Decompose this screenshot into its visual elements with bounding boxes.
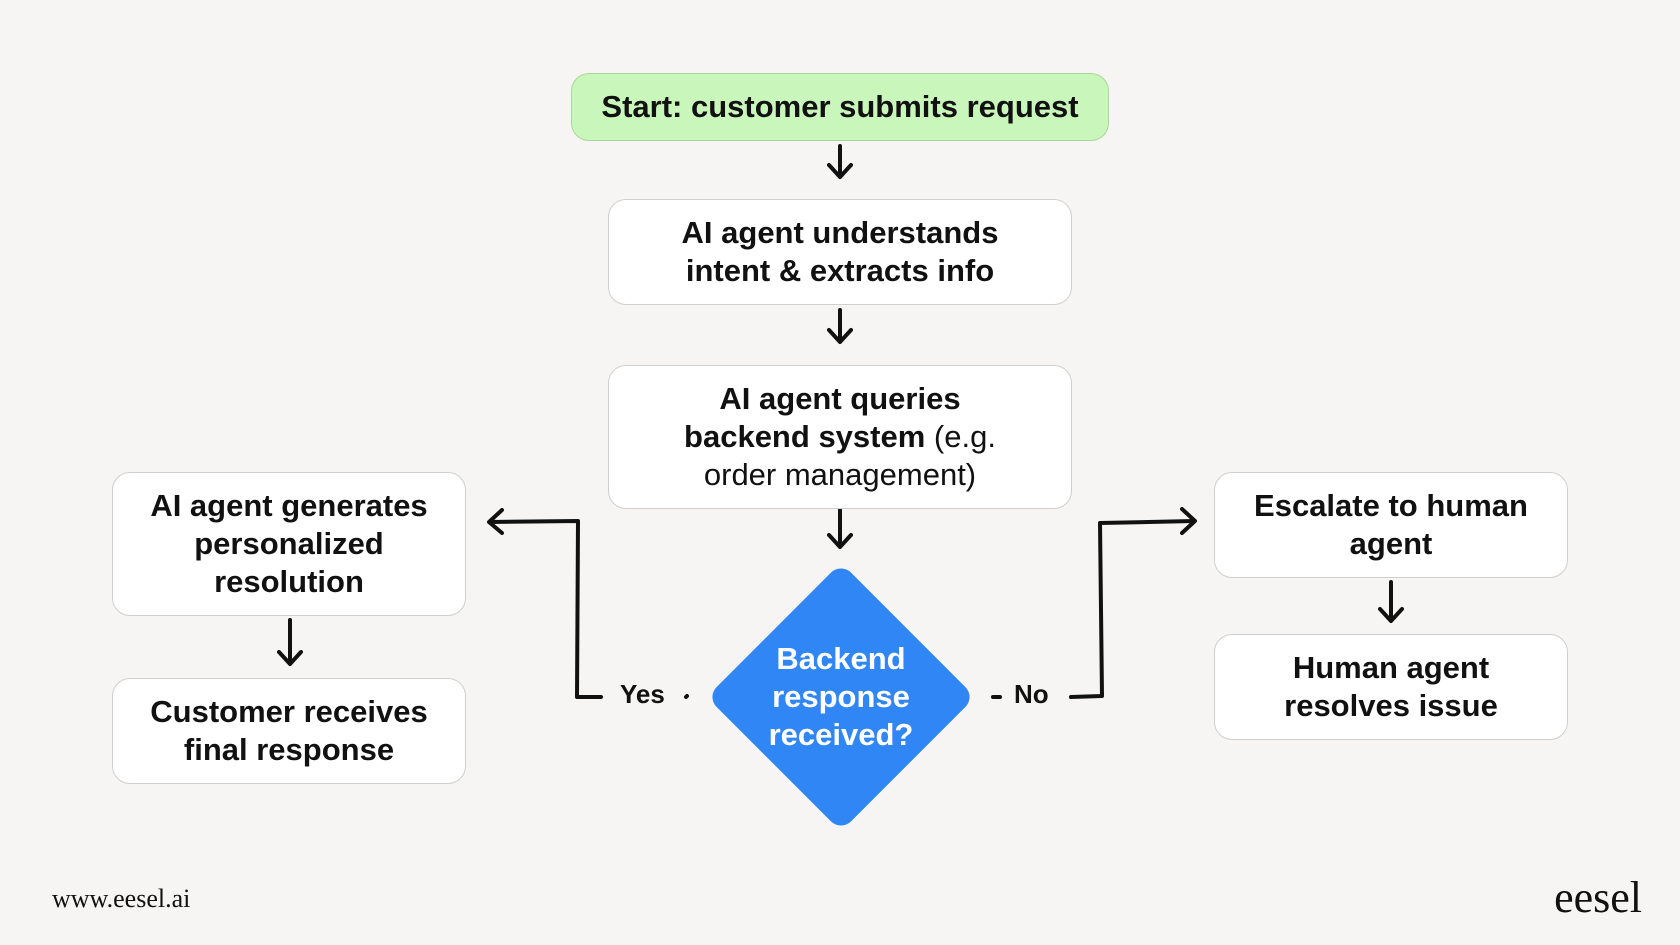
- arrow-escalate-to-human: [1378, 580, 1404, 623]
- escalate-node: Escalate to human agent: [1214, 472, 1568, 578]
- escalate-label: Escalate to human agent: [1254, 488, 1528, 561]
- eesel-logo: eesel: [1554, 873, 1642, 922]
- decision-label: Backend response received?: [768, 641, 914, 752]
- query-label-light: (e.g. order management): [703, 419, 996, 492]
- start-node-label: Start: customer submits request: [601, 89, 1079, 124]
- understand-label-line2: intent & extracts info: [685, 253, 995, 288]
- arrow-understand-to-query: [827, 308, 853, 344]
- yes-label: Yes: [620, 679, 665, 709]
- arrow-yes-branch: [487, 508, 689, 699]
- generate-resolution-label: AI agent generates personalized resoluti…: [150, 488, 428, 599]
- no-label: No: [1014, 679, 1049, 709]
- arrow-generate-to-receive: [277, 618, 303, 666]
- understand-label-line1: AI agent understands: [681, 215, 999, 250]
- arrow-start-to-understand: [827, 144, 853, 179]
- arrow-query-to-decision: [827, 508, 853, 549]
- customer-receives-node: Customer receives final response: [112, 678, 466, 784]
- footer-url: www.eesel.ai: [52, 884, 191, 913]
- arrow-no-branch: [991, 507, 1197, 699]
- query-label-bold1: AI agent queries backend: [684, 381, 961, 454]
- human-resolves-label: Human agent resolves issue: [1284, 650, 1498, 723]
- human-resolves-node: Human agent resolves issue: [1214, 634, 1568, 740]
- decision-node: Backend response received?: [706, 562, 976, 832]
- query-backend-label: AI agent queries backend system (e.g. or…: [655, 380, 1025, 494]
- start-node: Start: customer submits request: [571, 73, 1109, 141]
- generate-resolution-node: AI agent generates personalized resoluti…: [112, 472, 466, 616]
- understand-node: AI agent understands intent & extracts i…: [608, 199, 1072, 305]
- query-backend-node: AI agent queries backend system (e.g. or…: [608, 365, 1072, 509]
- query-label-bold2: system: [818, 419, 926, 454]
- customer-receives-label: Customer receives final response: [150, 694, 428, 767]
